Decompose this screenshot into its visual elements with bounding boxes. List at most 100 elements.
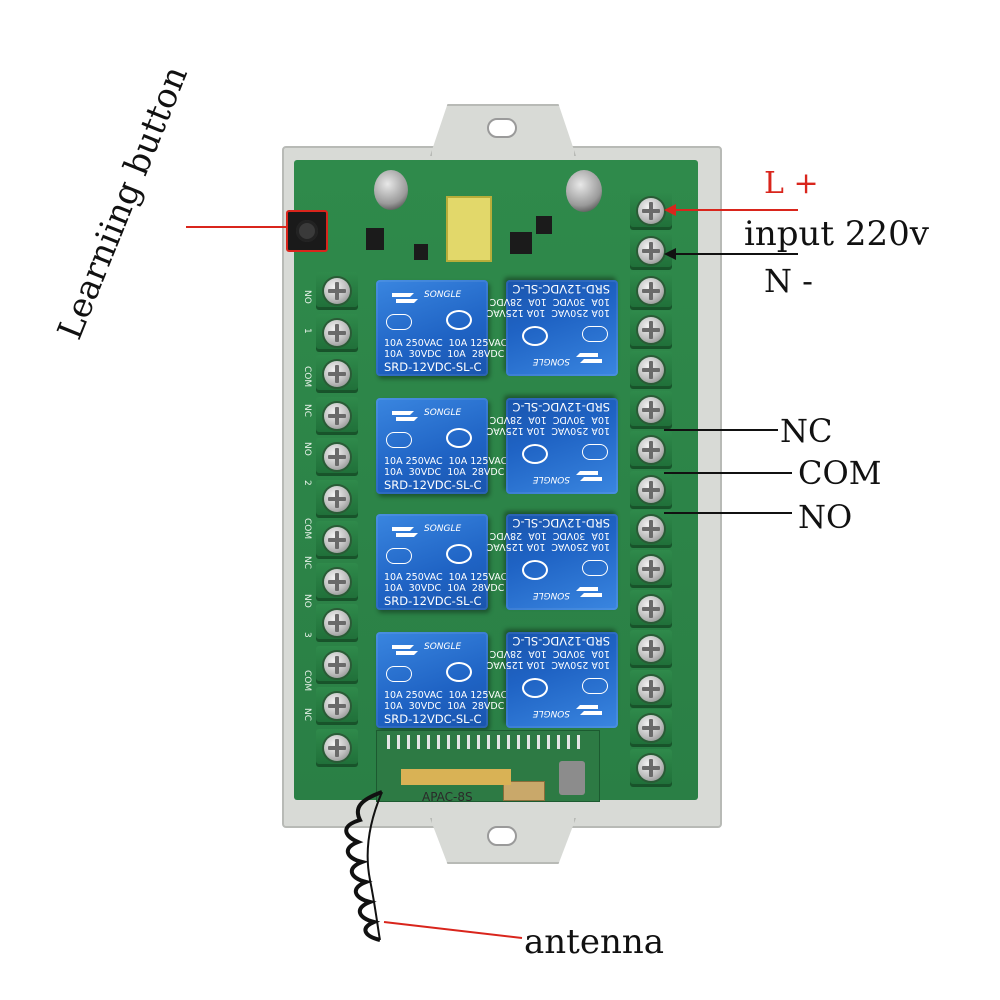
relay-model: SRD-12VDC-SL-C	[384, 594, 482, 608]
no-label: NO	[798, 498, 853, 536]
certification-mark-icon	[386, 314, 412, 330]
input-220v-label: input 220v	[744, 214, 930, 254]
chip	[414, 244, 428, 260]
terminal-screw[interactable]	[324, 527, 350, 553]
right-terminal-1[interactable]	[630, 192, 672, 230]
antenna-coil	[344, 790, 383, 942]
l-plus-label: L +	[764, 166, 819, 201]
relay-rating: 10A 250VAC 10A 125VAC	[384, 572, 508, 583]
left-terminal-10[interactable]	[316, 645, 358, 684]
right-terminal-4[interactable]	[630, 311, 672, 350]
relay-model: SRD-12VDC-SL-C	[384, 360, 482, 374]
terminal-screw[interactable]	[638, 675, 664, 702]
left-terminal-4[interactable]	[316, 396, 358, 435]
certification-mark-icon	[386, 548, 412, 564]
relay-brand: SONGLE	[424, 290, 462, 300]
relay-rating: 10A 30VDC 10A 28VDC	[384, 467, 505, 478]
terminal-screw[interactable]	[324, 402, 350, 429]
terminal-screw[interactable]	[638, 277, 664, 304]
relay-rating: 10A 30VDC 10A 28VDC	[384, 701, 505, 712]
terminal-screw[interactable]	[324, 734, 350, 761]
left-terminal-8[interactable]	[316, 562, 358, 601]
left-terminal-7[interactable]	[316, 521, 358, 559]
learning-button[interactable]	[286, 210, 328, 252]
receiver-module	[376, 730, 600, 802]
capacitor-left	[374, 170, 408, 210]
left-terminal-11[interactable]	[316, 687, 358, 725]
songle-logo-icon	[574, 468, 604, 484]
relay-rating: 10A 250VAC 10A 125VAC	[384, 690, 508, 701]
terminal-screw[interactable]	[638, 237, 664, 264]
chip	[510, 232, 532, 254]
right-terminal-11[interactable]	[630, 590, 672, 628]
learning-button-cap[interactable]	[296, 220, 318, 242]
relay-brand: SONGLE	[424, 408, 462, 418]
terminal-screw[interactable]	[324, 651, 350, 678]
right-terminal-15[interactable]	[630, 749, 672, 788]
terminal-screw[interactable]	[324, 444, 350, 470]
left-terminal-12[interactable]	[316, 728, 358, 767]
terminal-screw[interactable]	[324, 361, 350, 387]
left-terminal-9[interactable]	[316, 604, 358, 642]
right-terminal-7[interactable]	[630, 430, 672, 469]
terminal-screw[interactable]	[638, 317, 664, 344]
terminal-screw[interactable]	[638, 635, 664, 662]
terminal-screw[interactable]	[638, 476, 664, 503]
songle-logo-icon	[390, 642, 420, 658]
terminal-screw[interactable]	[324, 693, 350, 719]
songle-logo-icon	[390, 290, 420, 306]
left-terminal-2[interactable]	[316, 313, 358, 352]
right-terminal-12[interactable]	[630, 629, 672, 668]
right-terminal-10[interactable]	[630, 550, 672, 589]
terminal-screw[interactable]	[638, 397, 664, 423]
left-terminal-3[interactable]	[316, 355, 358, 393]
terminal-screw[interactable]	[638, 715, 664, 742]
terminal-screw[interactable]	[638, 596, 664, 622]
terminal-screw[interactable]	[638, 436, 664, 463]
terminal-screw[interactable]	[638, 516, 664, 543]
terminal-screw[interactable]	[324, 278, 350, 304]
right-terminal-8[interactable]	[630, 470, 672, 509]
terminal-screw[interactable]	[638, 198, 664, 224]
certification-mark-icon	[386, 666, 412, 682]
certification-mark-icon	[386, 432, 412, 448]
receiver-pins	[387, 735, 587, 749]
right-terminal-2[interactable]	[630, 231, 672, 270]
terminal-screw[interactable]	[324, 485, 350, 512]
relay-rating: 10A 250VAC 10A 125VAC	[384, 456, 508, 467]
songle-logo-icon	[390, 408, 420, 424]
ul-mark-icon	[446, 310, 472, 330]
terminal-screw[interactable]	[638, 556, 664, 583]
capacitor-right	[566, 170, 602, 212]
ul-mark-icon	[446, 662, 472, 682]
left-terminal-5[interactable]	[316, 438, 358, 476]
relay-model: SRD-12VDC-SL-C	[384, 478, 482, 492]
receiver-coil	[559, 761, 585, 795]
songle-logo-icon	[574, 350, 604, 366]
terminal-screw[interactable]	[638, 357, 664, 384]
terminal-screw[interactable]	[638, 755, 664, 782]
right-terminal-5[interactable]	[630, 351, 672, 390]
right-terminal-9[interactable]	[630, 510, 672, 549]
right-terminal-3[interactable]	[630, 271, 672, 310]
left-terminal-6[interactable]	[316, 479, 358, 518]
antenna-label: antenna	[524, 922, 665, 962]
right-terminal-13[interactable]	[630, 669, 672, 708]
terminal-screw[interactable]	[324, 568, 350, 595]
relay-brand: SONGLE	[424, 524, 462, 534]
terminal-screw[interactable]	[324, 319, 350, 346]
receiver-crystal	[503, 781, 545, 801]
right-terminal-14[interactable]	[630, 709, 672, 748]
left-terminal-1[interactable]	[316, 272, 358, 310]
terminal-screw[interactable]	[324, 610, 350, 636]
n-minus-label: N -	[764, 262, 813, 300]
songle-logo-icon	[390, 524, 420, 540]
right-terminal-6[interactable]	[630, 391, 672, 429]
ul-mark-icon	[446, 428, 472, 448]
songle-logo-icon	[574, 584, 604, 600]
